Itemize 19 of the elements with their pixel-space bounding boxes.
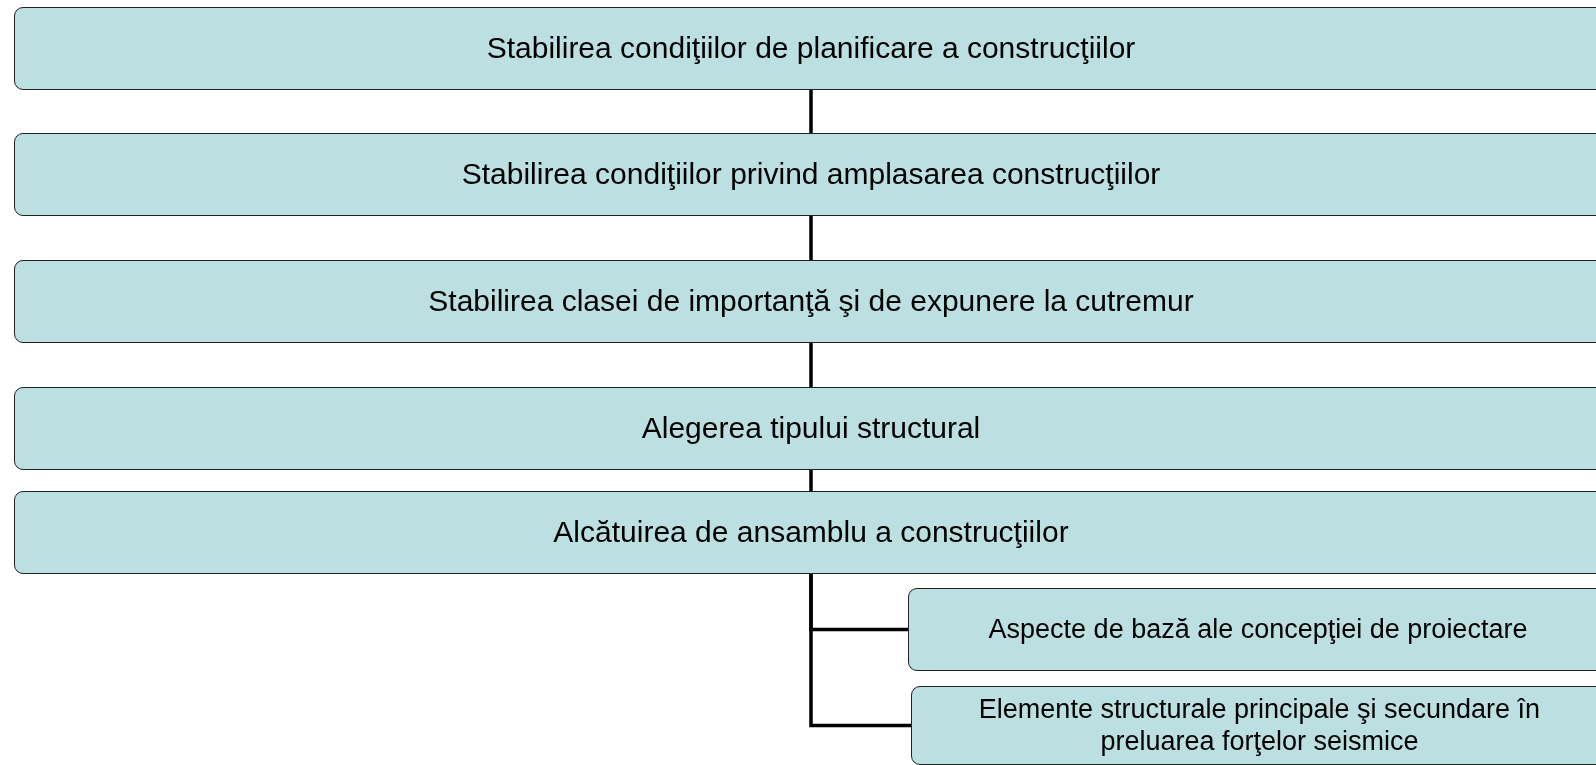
box-text: Stabilirea condiţiilor de planificare a construcţiilor (486, 31, 1136, 66)
box-text: Aspecte de bază ale concepţiei de proiectare (988, 613, 1528, 645)
connector-line (809, 343, 813, 387)
box-text: Stabilirea clasei de importanţă şi de expunere la cutremur (428, 284, 1194, 319)
process-box (14, 491, 1596, 574)
box-text: Alegerea tipului structural (641, 411, 981, 446)
box-text: Alcătuirea de ansamblu a construcţiilor (553, 515, 1069, 550)
process-box (14, 387, 1596, 470)
process-box (14, 133, 1596, 216)
connector-line (809, 90, 813, 133)
process-box (14, 7, 1596, 90)
process-box (14, 260, 1596, 343)
connector-line (809, 216, 813, 260)
box-text: Stabilirea condiţiilor privind amplasarea construcţiilor (461, 157, 1161, 192)
connector-line (809, 470, 813, 491)
process-box (908, 588, 1596, 671)
process-box (911, 686, 1596, 765)
box-text: Elemente structurale principale şi secundare în preluarea forţelor seismice (977, 694, 1542, 757)
connector-line (809, 574, 911, 728)
